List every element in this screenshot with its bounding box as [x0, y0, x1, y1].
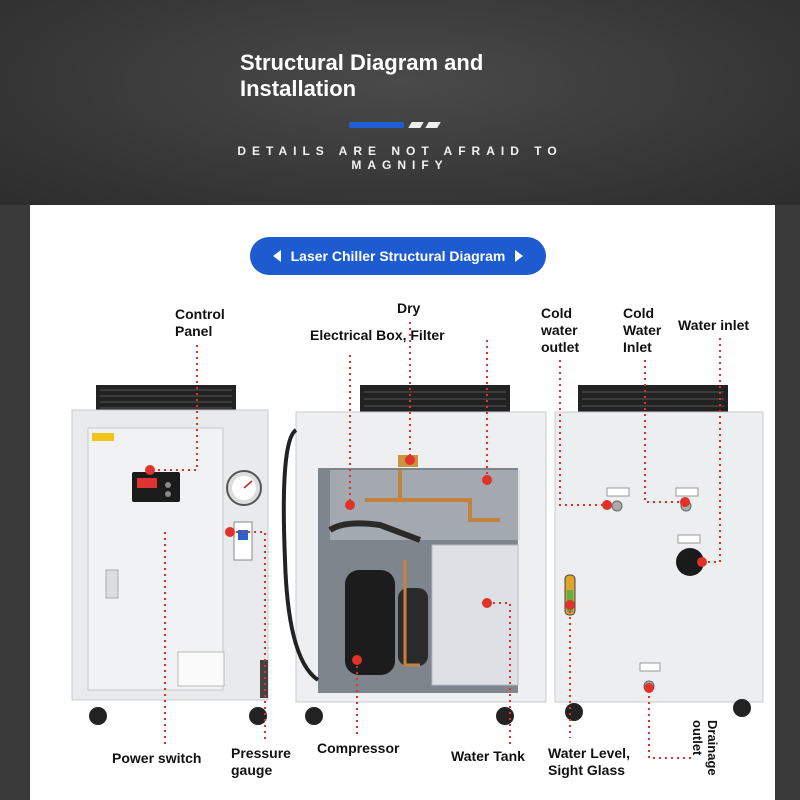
accumulator: [398, 588, 428, 666]
front-door: [87, 427, 224, 691]
arrow-right-icon: [515, 250, 524, 262]
leader-dots: [145, 455, 707, 693]
fan-grille: [96, 385, 236, 413]
label-control-panel: Control Panel: [175, 306, 225, 339]
front-unit: [71, 385, 269, 725]
label-drainage-outlet: Drainage outlet: [690, 720, 720, 776]
label-water-level: Water Level, Sight Glass: [548, 745, 630, 778]
arrow-left-icon: [272, 250, 281, 262]
cabinet-body: [554, 411, 764, 703]
header-background: [0, 0, 800, 205]
fan-grille: [360, 385, 510, 415]
leader-lines: [150, 322, 721, 759]
water-inlet-cap: [676, 548, 704, 576]
label-dry: Dry: [397, 300, 421, 316]
label-electrical-box: Electrical Box, Filter: [310, 327, 445, 343]
label-water-tank: Water Tank: [451, 748, 525, 764]
label-compressor: Compressor: [317, 740, 400, 756]
copper-pipe: [365, 498, 500, 522]
label-water-inlet: Water inlet: [678, 317, 750, 333]
compressor-body: [345, 570, 395, 675]
fan-grille: [578, 385, 728, 415]
diagram-title: Laser Chiller Structural Diagram: [290, 248, 506, 264]
nameplate: [177, 651, 225, 687]
door-handle: [105, 569, 119, 599]
label-pressure-gauge: Pressure gauge: [231, 745, 291, 778]
diagram-title-pill: Laser Chiller Structural Diagram: [250, 237, 546, 275]
rear-unit: [554, 385, 764, 721]
label-power-switch: Power switch: [112, 750, 202, 766]
side-cable: [281, 428, 320, 682]
title-accent-bar: [349, 122, 404, 128]
internal-unit: [281, 385, 547, 725]
label-cold-water-outlet: Cold water outlet: [541, 305, 580, 355]
label-cold-water-inlet: Cold Water Inlet: [623, 305, 662, 355]
water-tank: [431, 544, 519, 686]
page-title: Structural Diagram and Installation: [240, 50, 484, 101]
power-switch-breaker: [233, 521, 253, 561]
warning-sticker: [92, 433, 114, 441]
tagline: DETAILS ARE NOT AFRAID TO MAGNIFY: [237, 144, 563, 172]
